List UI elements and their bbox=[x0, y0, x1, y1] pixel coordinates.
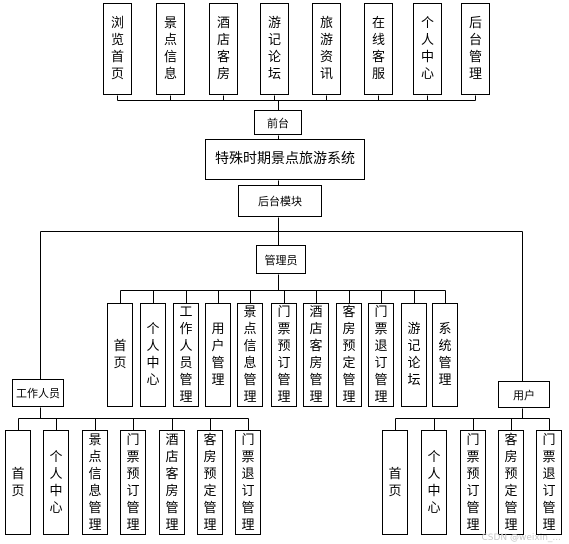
frontend-hub-label: 前台 bbox=[267, 116, 289, 130]
admin-module-label: 用户管理 bbox=[211, 322, 225, 388]
admin-role-label: 管理员 bbox=[264, 253, 298, 267]
staff-module-label: 门票预订管理 bbox=[126, 432, 140, 533]
admin-module-label: 景点信息管理 bbox=[243, 305, 257, 405]
user-role-label: 用户 bbox=[513, 388, 535, 402]
staff-module-label: 门票退订管理 bbox=[241, 432, 255, 533]
admin-module-box: 个人中心 bbox=[140, 303, 166, 407]
front-module-label: 在线客服 bbox=[371, 16, 385, 82]
staff-module-box: 门票预订管理 bbox=[120, 430, 146, 535]
front-module-label: 旅游资讯 bbox=[319, 16, 333, 82]
user-module-label: 门票退订管理 bbox=[542, 432, 556, 533]
front-module-label: 景点信息 bbox=[163, 16, 177, 82]
front-module-box: 浏览首页 bbox=[103, 3, 132, 95]
backend-hub-label: 后台模块 bbox=[258, 195, 302, 208]
front-module-box: 旅游资讯 bbox=[312, 3, 341, 95]
front-module-label: 后台管理 bbox=[468, 16, 482, 82]
admin-module-label: 门票预订管理 bbox=[277, 305, 291, 405]
admin-module-label: 游记论坛 bbox=[407, 322, 421, 388]
staff-module-label: 客房预定管理 bbox=[203, 432, 217, 533]
admin-module-box: 首页 bbox=[107, 303, 133, 407]
admin-module-box: 游记论坛 bbox=[401, 303, 427, 407]
backend-hub: 后台模块 bbox=[238, 185, 322, 217]
front-module-box: 在线客服 bbox=[364, 3, 393, 95]
staff-module-box: 酒店客房管理 bbox=[159, 430, 185, 535]
admin-module-box: 工作人员管理 bbox=[173, 303, 199, 407]
staff-module-label: 个人中心 bbox=[49, 449, 63, 516]
admin-module-box: 门票退订管理 bbox=[368, 303, 394, 407]
admin-module-label: 首页 bbox=[113, 339, 127, 371]
staff-module-box: 首页 bbox=[5, 430, 31, 535]
staff-module-box: 个人中心 bbox=[43, 430, 69, 535]
admin-module-box: 酒店客房管理 bbox=[303, 303, 329, 407]
staff-role-label: 工作人员 bbox=[16, 386, 60, 400]
staff-module-box: 客房预定管理 bbox=[197, 430, 223, 535]
admin-module-label: 个人中心 bbox=[146, 322, 160, 388]
front-module-label: 浏览首页 bbox=[110, 16, 124, 82]
staff-module-box: 门票退订管理 bbox=[235, 430, 261, 535]
staff-module-label: 酒店客房管理 bbox=[165, 432, 179, 533]
front-module-box: 游记论坛 bbox=[260, 3, 289, 95]
front-module-box: 酒店客房 bbox=[209, 3, 238, 95]
staff-module-label: 首页 bbox=[11, 466, 25, 499]
user-module-box: 首页 bbox=[382, 430, 408, 535]
user-module-label: 客房预定管理 bbox=[504, 432, 518, 533]
user-module-box: 个人中心 bbox=[421, 430, 447, 535]
watermark: CSDN @weixin_... bbox=[481, 533, 561, 543]
admin-module-box: 景点信息管理 bbox=[237, 303, 263, 407]
admin-module-label: 客房预定管理 bbox=[342, 305, 356, 405]
admin-module-box: 系统管理 bbox=[432, 303, 458, 407]
frontend-hub: 前台 bbox=[254, 110, 302, 135]
admin-module-box: 门票预订管理 bbox=[271, 303, 297, 407]
admin-module-label: 工作人员管理 bbox=[179, 305, 193, 405]
system-title: 特殊时期景点旅游系统 bbox=[215, 151, 355, 167]
staff-module-label: 景点信息管理 bbox=[88, 432, 102, 533]
user-role-box: 用户 bbox=[498, 381, 550, 408]
front-module-box: 景点信息 bbox=[156, 3, 185, 95]
admin-module-box: 用户管理 bbox=[205, 303, 231, 407]
front-module-label: 酒店客房 bbox=[216, 16, 230, 82]
system-title-box: 特殊时期景点旅游系统 bbox=[205, 139, 365, 180]
user-module-label: 个人中心 bbox=[427, 449, 441, 516]
front-module-box: 个人中心 bbox=[413, 3, 442, 95]
front-module-box: 后台管理 bbox=[461, 3, 490, 95]
admin-module-label: 系统管理 bbox=[438, 322, 452, 388]
admin-role-box: 管理员 bbox=[256, 245, 306, 274]
admin-module-label: 门票退订管理 bbox=[374, 305, 388, 405]
staff-role-box: 工作人员 bbox=[12, 379, 64, 407]
front-module-label: 个人中心 bbox=[420, 16, 434, 82]
user-module-box: 门票预订管理 bbox=[460, 430, 486, 535]
user-module-label: 门票预订管理 bbox=[466, 432, 480, 533]
admin-module-box: 客房预定管理 bbox=[336, 303, 362, 407]
user-module-box: 客房预定管理 bbox=[498, 430, 524, 535]
admin-module-label: 酒店客房管理 bbox=[309, 305, 323, 405]
user-module-label: 首页 bbox=[388, 466, 402, 499]
staff-module-box: 景点信息管理 bbox=[82, 430, 108, 535]
user-module-box: 门票退订管理 bbox=[536, 430, 562, 535]
front-module-label: 游记论坛 bbox=[267, 16, 281, 82]
